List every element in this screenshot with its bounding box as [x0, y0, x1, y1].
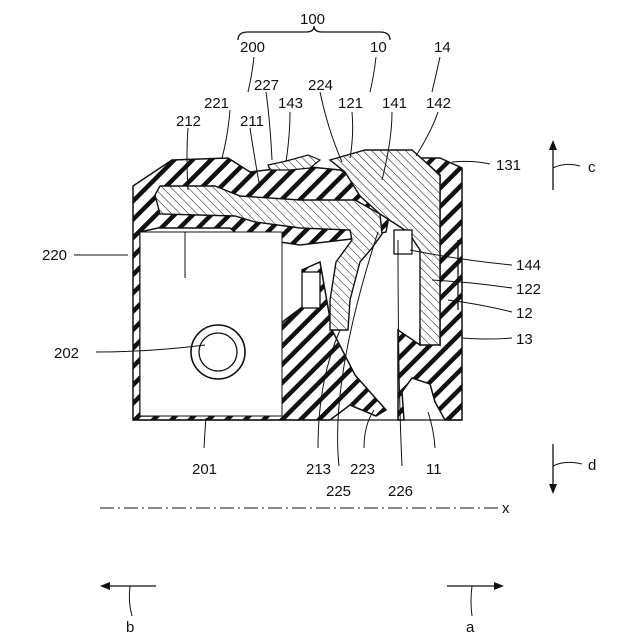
label-223: 223 [350, 461, 375, 478]
arrow-d [549, 444, 582, 494]
label-11: 11 [426, 461, 442, 478]
label-131: 131 [496, 157, 521, 174]
label-224: 224 [308, 77, 333, 94]
label-x: x [502, 500, 510, 517]
label-226: 226 [388, 483, 413, 500]
label-100: 100 [300, 11, 325, 28]
label-211: 211 [240, 113, 264, 130]
label-122: 122 [516, 281, 541, 298]
label-12: 12 [516, 305, 533, 322]
label-202: 202 [54, 345, 79, 362]
label-141: 141 [382, 95, 407, 112]
label-143: 143 [278, 95, 303, 112]
label-14: 14 [434, 39, 451, 56]
label-121: 121 [338, 95, 363, 112]
garter-spring-inner [199, 333, 237, 371]
label-212: 212 [176, 113, 201, 130]
label-b: b [126, 619, 134, 636]
arrow-a [447, 582, 504, 616]
arrow-b [100, 582, 156, 616]
label-13: 13 [516, 331, 533, 348]
label-d: d [588, 457, 596, 474]
bracket-100 [238, 26, 390, 40]
label-a: a [466, 619, 475, 636]
label-220: 220 [42, 247, 67, 264]
insert-block-lower [302, 272, 320, 308]
label-221: 221 [204, 95, 229, 112]
label-c: c [588, 159, 596, 176]
inner-cavity-220 [140, 232, 282, 416]
label-144: 144 [516, 257, 541, 274]
label-227: 227 [254, 77, 279, 94]
label-225: 225 [326, 483, 351, 500]
arrow-c [549, 140, 580, 190]
label-200: 200 [240, 39, 265, 56]
insert-block-144 [394, 230, 412, 254]
label-142: 142 [426, 95, 451, 112]
label-213: 213 [306, 461, 331, 478]
label-10: 10 [370, 39, 387, 56]
label-201: 201 [192, 461, 217, 478]
